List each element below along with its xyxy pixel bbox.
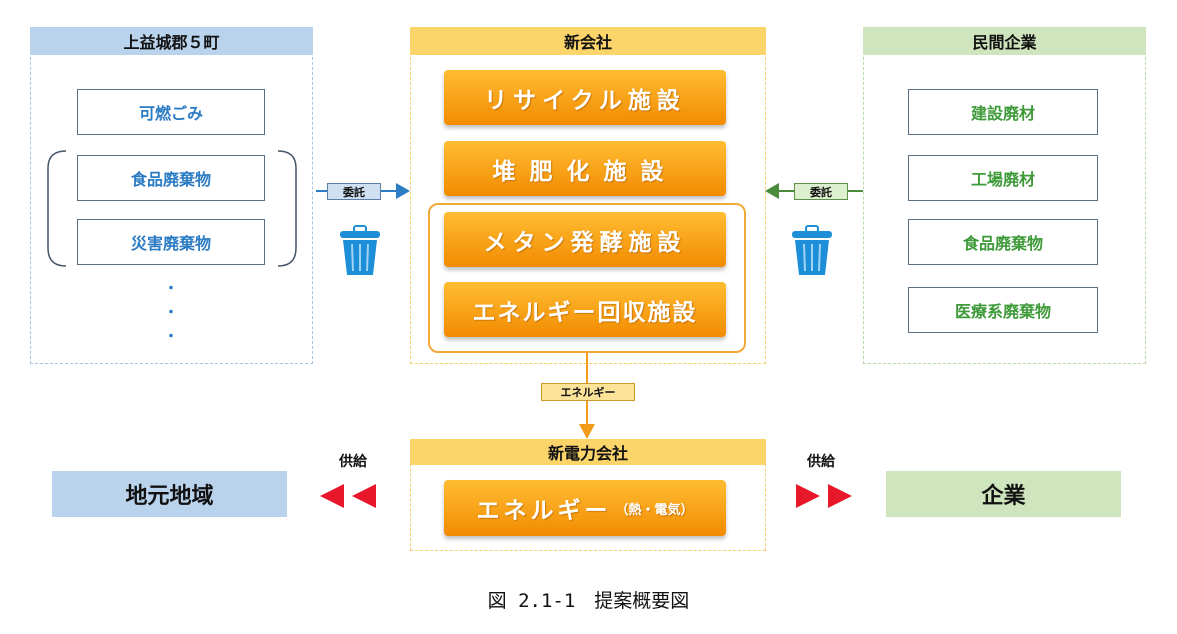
- energy-recovery-facility: エネルギー回収施設: [444, 282, 726, 337]
- continuation-dots: ・・・: [164, 281, 178, 345]
- trash-bin-icon: [792, 225, 832, 275]
- item-factory-waste: 工場廃材: [908, 155, 1098, 201]
- figure-caption: 図 2.1-1 提案概要図: [487, 590, 690, 612]
- grouping-brackets: [47, 150, 297, 267]
- energy-heat-electricity: エネルギー （熱・電気）: [444, 480, 726, 536]
- recycling-facility: リサイクル施設: [444, 70, 726, 125]
- power-company-header: 新電力会社: [410, 439, 766, 465]
- trash-bin-icon: [340, 225, 380, 275]
- composting-facility: 堆肥化施設: [444, 141, 726, 196]
- item-medical-waste: 医療系廃棄物: [908, 287, 1098, 333]
- item-food-waste: 食品廃棄物: [77, 155, 265, 201]
- item-combustible-waste: 可燃ごみ: [77, 89, 265, 135]
- energy-label: エネルギー: [541, 383, 635, 401]
- methane-fermentation-facility: メタン発酵施設: [444, 212, 726, 267]
- supply-label-right: 供給: [807, 454, 835, 470]
- consignment-label-left: 委託: [327, 183, 381, 200]
- item-food-waste-private: 食品廃棄物: [908, 219, 1098, 265]
- new-company-header: 新会社: [410, 27, 766, 55]
- supply-arrow-left: [320, 484, 376, 508]
- companies-box: 企業: [886, 471, 1121, 517]
- consignment-label-right: 委託: [794, 183, 848, 200]
- local-region-box: 地元地域: [52, 471, 287, 517]
- supply-label-left: 供給: [339, 454, 367, 470]
- municipalities-header: 上益城郡５町: [30, 27, 313, 55]
- supply-arrow-right: [796, 484, 852, 508]
- energy-main-label: エネルギー: [476, 498, 612, 524]
- item-construction-waste: 建設廃材: [908, 89, 1098, 135]
- private-companies-header: 民間企業: [863, 27, 1146, 55]
- energy-sub-label: （熱・電気）: [615, 502, 694, 518]
- item-disaster-waste: 災害廃棄物: [77, 219, 265, 265]
